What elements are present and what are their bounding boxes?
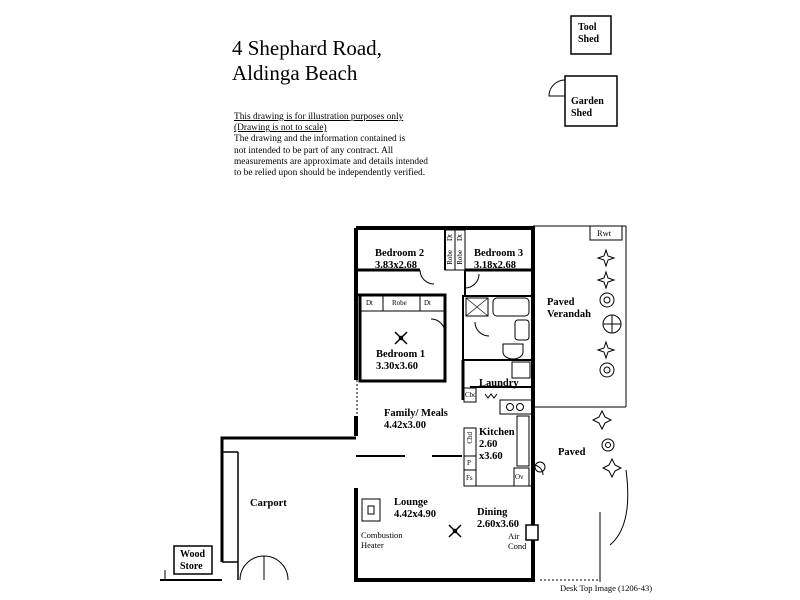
wood-store-line1: Wood <box>180 549 206 560</box>
laundry-label: Laundry <box>479 378 519 389</box>
disclaimer-line1: This drawing is for illustration purpose… <box>234 112 404 122</box>
bedroom3-name: Bedroom 3 <box>474 248 524 259</box>
lounge-label: Lounge 4.42x4.90 <box>394 497 436 521</box>
bedroom3-label: Bedroom 3 3.18x2.68 <box>474 248 523 272</box>
disclaimer-line2: (Drawing is not to scale) <box>234 123 327 134</box>
bed1-robe: Robe <box>392 299 407 307</box>
garden-shed-label: Garden Shed <box>571 96 604 120</box>
family-label: Family/ Meals 4.42x3.00 <box>384 408 448 432</box>
property-address: 4 Shephard Road, Aldinga Beach <box>232 36 382 86</box>
oven-label: Ov <box>515 473 524 481</box>
bed3-dt: Dt <box>456 234 464 241</box>
address-line2: Aldinga Beach <box>232 61 358 85</box>
ceiling-fan-bed1 <box>394 331 408 345</box>
cbd-label: Cbd <box>465 391 477 399</box>
bedroom1-name: Bedroom 1 <box>376 349 426 360</box>
bedroom3-size: 3.18x2.68 <box>474 260 516 271</box>
bedroom2-label: Bedroom 2 3.83x2.68 <box>375 248 424 272</box>
kitchen-size1: 2.60 <box>479 439 498 450</box>
bed2-dt: Dt <box>446 234 454 241</box>
footer-credit: Desk Top Image (1206-43) <box>560 583 653 593</box>
tool-shed-line1: Tool <box>578 22 597 33</box>
family-name: Family/ Meals <box>384 408 448 419</box>
dining-label: Dining 2.60x3.60 <box>477 507 519 531</box>
combustion-heater-label: Combustion Heater <box>361 530 403 550</box>
ceiling-fan-lounge <box>448 524 462 538</box>
disclaimer-line6: to be relied upon should be independentl… <box>234 168 426 179</box>
tool-shed-outline <box>570 15 612 55</box>
paved-label: Paved <box>558 447 586 458</box>
air-cond-label: Air Cond <box>508 531 526 551</box>
combustion-line2: Heater <box>361 540 384 550</box>
rwt-label: Rwt <box>597 228 612 238</box>
combustion-line1: Combustion <box>361 530 403 540</box>
chd-label: Chd <box>466 432 474 444</box>
bed3-robe: Robe <box>456 250 464 265</box>
wood-store-label: Wood Store <box>180 549 205 573</box>
garden-shed-door <box>548 79 566 97</box>
disclaimer: This drawing is for illustration purpose… <box>234 112 428 179</box>
lounge-size: 4.42x4.90 <box>394 509 436 520</box>
garden-shed-outline <box>564 75 618 127</box>
bedroom2-name: Bedroom 2 <box>375 248 425 259</box>
address-line1: 4 Shephard Road, <box>232 36 382 60</box>
air-cond-line2: Cond <box>508 541 527 551</box>
air-cond-line1: Air <box>508 531 520 541</box>
bedroom1-label: Bedroom 1 3.30x3.60 <box>376 349 425 373</box>
kitchen-size2: x3.60 <box>479 451 503 462</box>
verandah-line1: Paved <box>547 297 575 308</box>
lounge-name: Lounge <box>394 497 428 508</box>
fs-label: Fs <box>466 474 473 482</box>
bedroom2-size: 3.83x2.68 <box>375 260 417 271</box>
tool-shed-label: Tool Shed <box>578 22 599 46</box>
disclaimer-line3: The drawing and the information containe… <box>234 134 406 145</box>
dining-name: Dining <box>477 507 508 518</box>
bed2-robe: Robe <box>446 250 454 265</box>
verandah-label: Paved Verandah <box>547 297 591 321</box>
verandah-line2: Verandah <box>547 309 591 320</box>
kitchen-name: Kitchen <box>479 427 515 438</box>
garden-shrubs <box>591 248 623 479</box>
tool-shed-line2: Shed <box>578 34 600 45</box>
garden-shed-line2: Shed <box>571 108 593 119</box>
wood-store-line2: Store <box>180 561 203 572</box>
disclaimer-line5: measurements are approximate and details… <box>234 156 428 167</box>
pantry-label: P <box>467 459 471 467</box>
bed1-dt-right: Dt <box>424 299 431 307</box>
kitchen-label: Kitchen 2.60 x3.60 <box>479 427 515 463</box>
disclaimer-line4: not intended to be part of any contract.… <box>234 145 394 156</box>
carport-label: Carport <box>250 498 287 509</box>
dining-size: 2.60x3.60 <box>477 519 519 530</box>
bed1-dt-left: Dt <box>366 299 373 307</box>
bedroom1-size: 3.30x3.60 <box>376 361 418 372</box>
family-size: 4.42x3.00 <box>384 420 426 431</box>
garden-shed-line1: Garden <box>571 96 604 107</box>
